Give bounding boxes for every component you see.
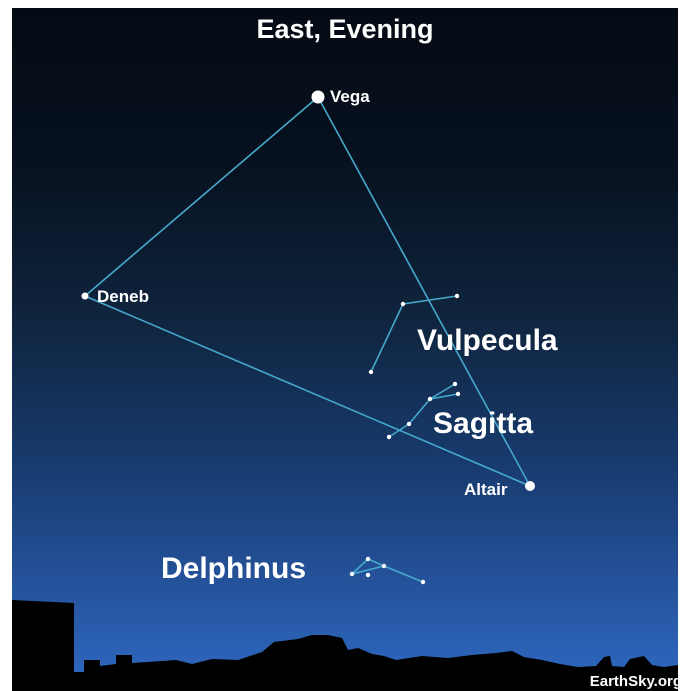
star-delphinus-1 [349,571,355,577]
star-delphinus-3 [381,563,387,569]
sagitta-shaft [388,383,456,438]
label-vega: Vega [330,87,370,106]
earthsky-credit: EarthSky.org [589,673,678,690]
star-sagitta-4 [406,421,412,427]
label-altair: Altair [464,480,508,499]
sky-background [12,8,678,691]
line-deneb-altair [84,295,531,487]
star-sagitta-3 [427,396,433,402]
star-vulpecula-2 [454,293,460,299]
label-delphinus: Delphinus [161,552,307,585]
sagitta-fletch [429,393,459,400]
star-sagitta-1 [452,381,458,387]
delphinus-body [351,558,424,583]
label-sagitta: Sagitta [433,407,534,440]
star-delphinus-5 [420,579,426,585]
summer-triangle-lines [84,96,531,487]
star-deneb [81,292,89,300]
sky-chart-svg [12,8,678,691]
label-deneb: Deneb [97,287,149,306]
stars [81,90,535,585]
star-vulpecula-3 [368,369,374,375]
sky-chart: East, Evening Vega Deneb Altair Vulpecul… [12,8,678,691]
star-sagitta-5 [386,434,392,440]
star-vulpecula-1 [400,301,406,307]
delphinus-lines [351,558,424,583]
star-delphinus-2 [365,556,371,562]
star-vega [311,90,325,104]
label-vulpecula: Vulpecula [417,324,558,357]
star-sagitta-2 [455,391,461,397]
star-delphinus-4 [365,572,371,578]
sagitta-lines [388,383,459,438]
line-vega-deneb [84,96,319,297]
star-altair [525,481,535,491]
line-vega-altair [317,96,531,487]
ground-silhouette [12,600,678,691]
chart-title: East, Evening [256,14,434,44]
delphinus-diamond [351,565,385,575]
